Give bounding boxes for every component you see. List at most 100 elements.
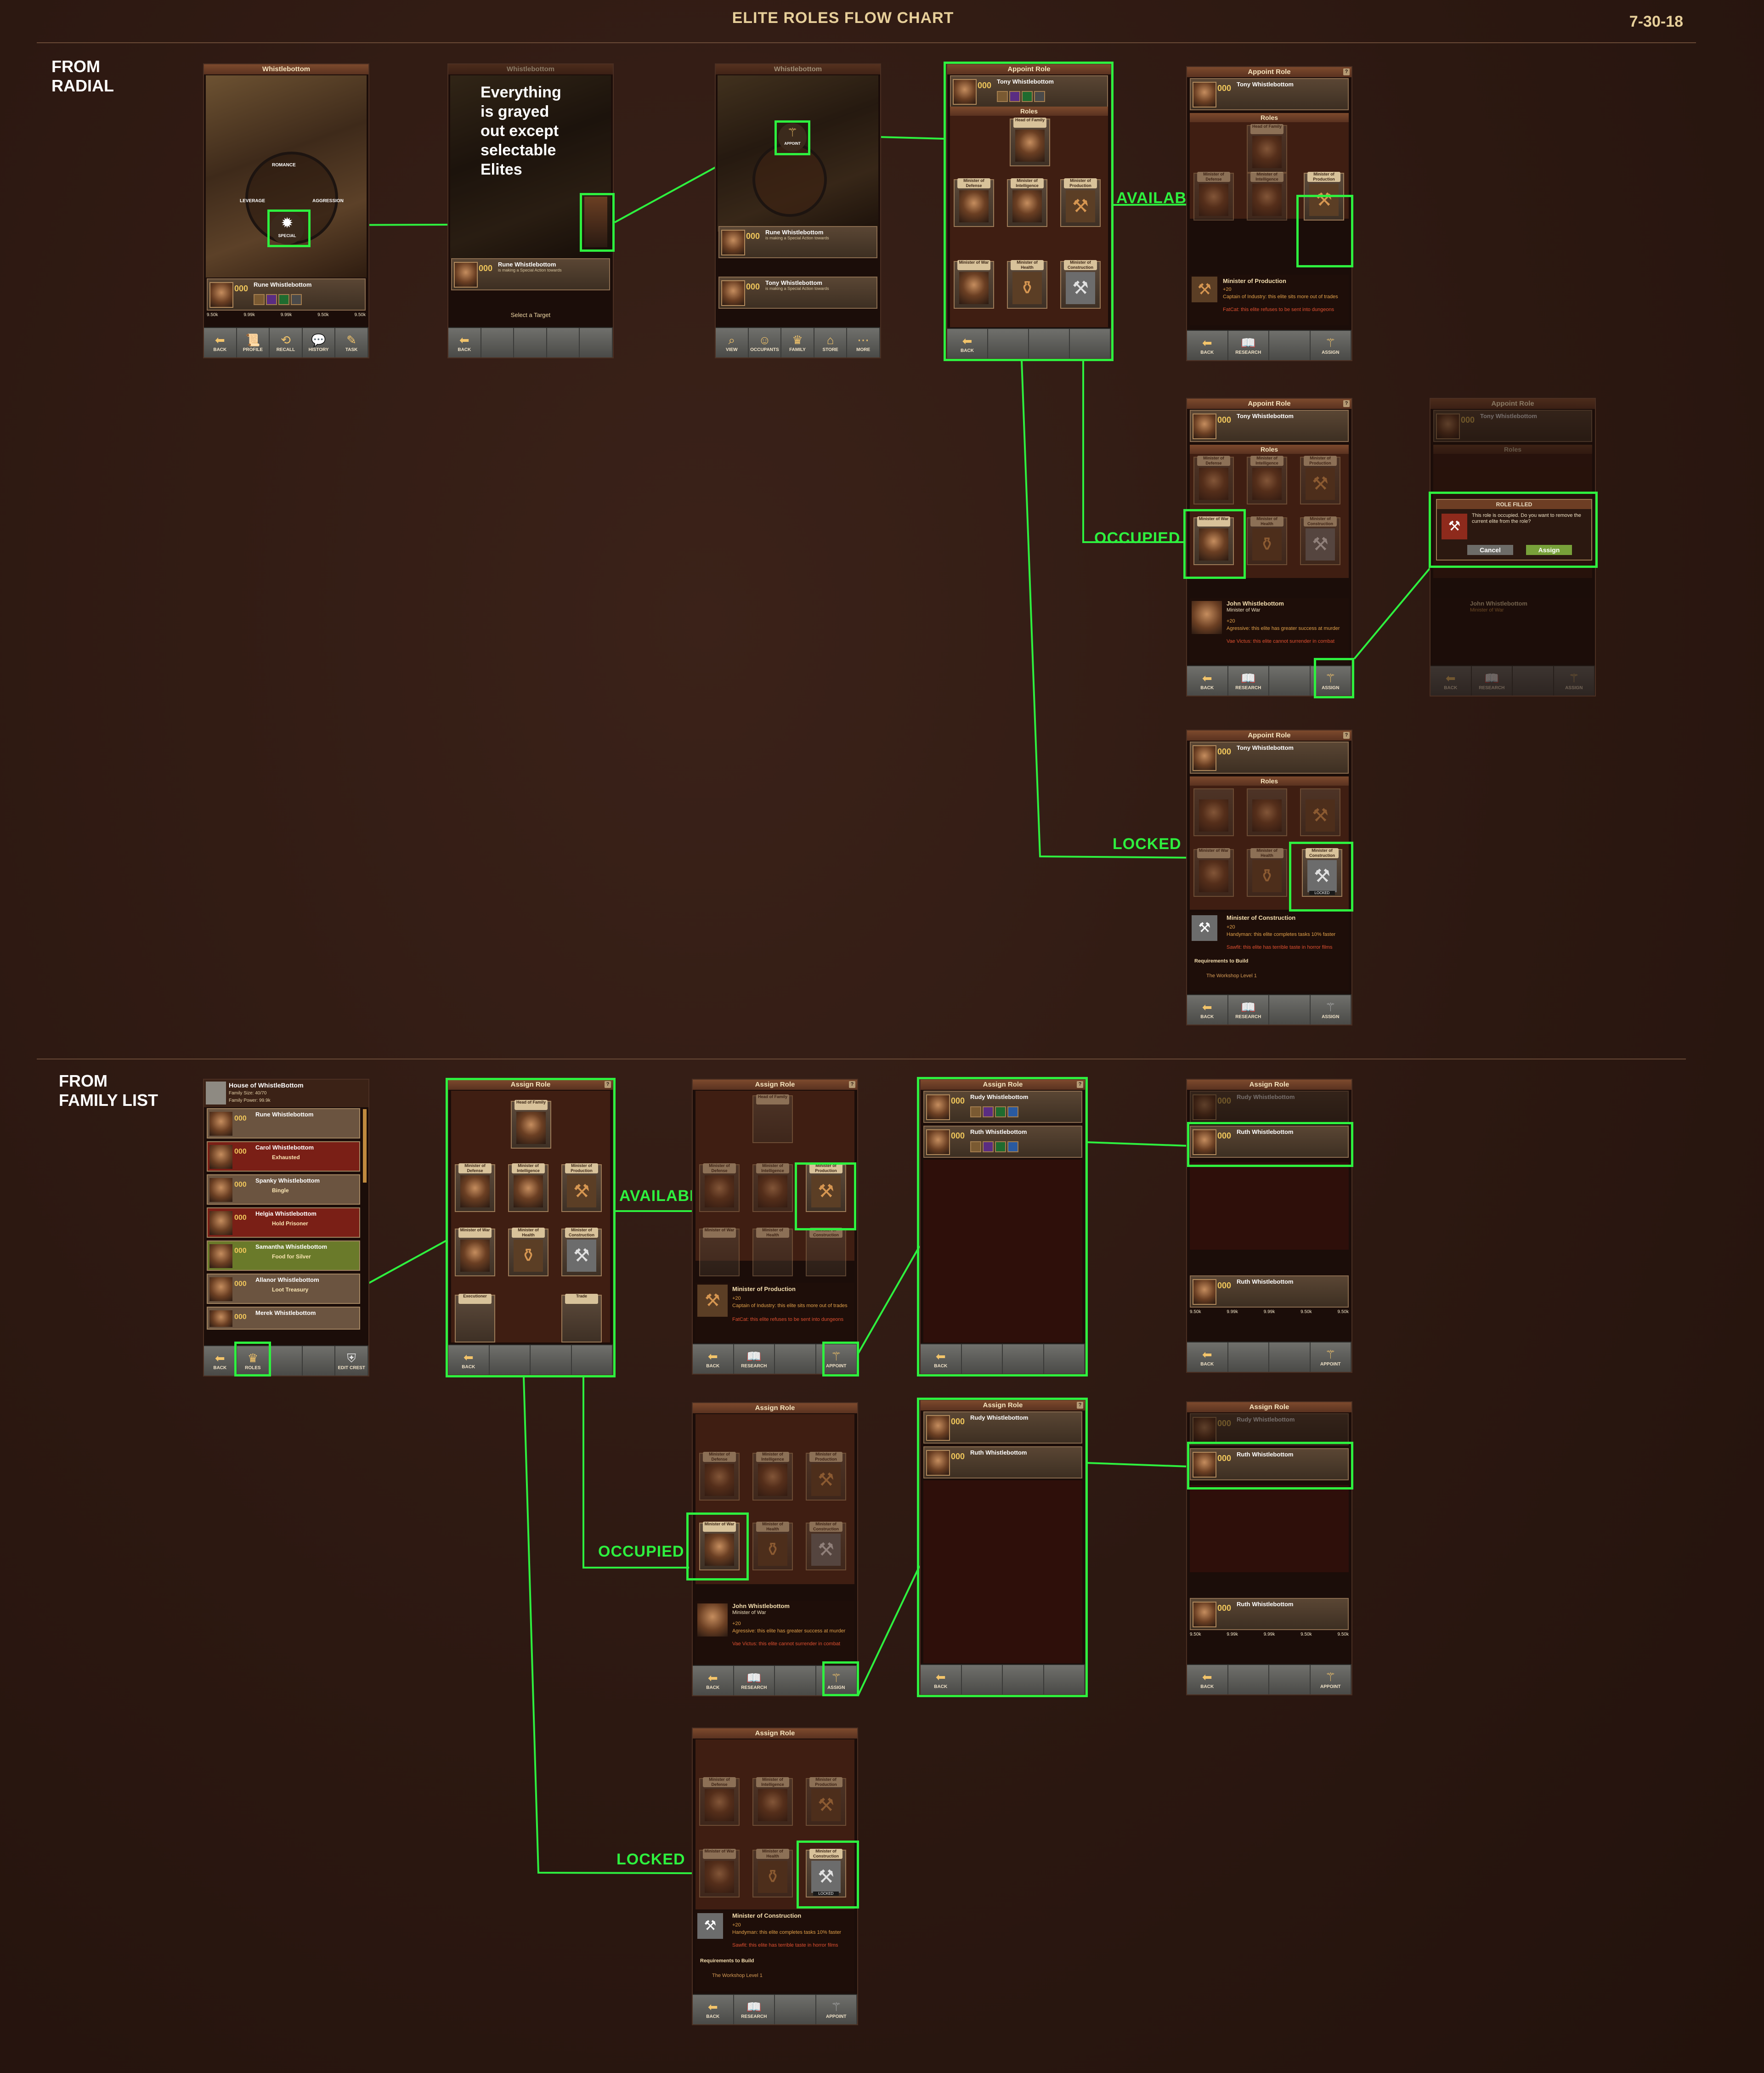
elite-row-rune[interactable]: 000 Rune Whistlebottom is making a Speci… — [718, 226, 877, 258]
role-defense[interactable]: Minister of Defense — [954, 178, 994, 227]
back-button[interactable]: ⬅BACK — [1187, 995, 1228, 1025]
list-scrollbar[interactable] — [363, 1109, 367, 1183]
research-button[interactable]: 📖RESEARCH — [734, 1344, 775, 1374]
family-button[interactable]: ♛FAMILY — [781, 328, 814, 357]
elite-row-tony[interactable]: 000 Tony Whistlebottom is making a Speci… — [718, 277, 877, 309]
bottom-navbar: ⬅BACK 📖RESEARCH ⚚ASSIGN — [1187, 665, 1351, 696]
assign-button[interactable]: ⚚ASSIGN — [1311, 666, 1351, 696]
profile-button[interactable]: 📜PROFILE — [237, 328, 270, 357]
research-button[interactable]: 📖RESEARCH — [734, 1666, 775, 1695]
flow-label-locked-2: LOCKED — [616, 1851, 685, 1868]
back-button[interactable]: ⬅BACK — [693, 1666, 734, 1695]
highlight-construction — [1289, 842, 1353, 912]
highlight-production — [1296, 195, 1353, 267]
role-intelligence[interactable]: Minister of Intelligence — [1007, 178, 1047, 227]
more-button[interactable]: ⋯MORE — [847, 328, 880, 357]
back-button[interactable]: ⬅BACK — [1187, 1665, 1228, 1694]
locked-role-description: ⚒ Minister of Construction +20 Handyman:… — [1190, 912, 1349, 991]
research-button[interactable]: 📖RESEARCH — [1228, 995, 1269, 1025]
role-health[interactable]: Minister of Health⚱ — [1007, 260, 1047, 309]
scepter-icon: ⚚ — [1325, 335, 1336, 350]
research-button[interactable]: 📖RESEARCH — [1228, 331, 1269, 360]
history-button[interactable]: 💬HISTORY — [303, 328, 336, 357]
task-button[interactable]: ✎TASK — [335, 328, 368, 357]
role-head-of-family[interactable]: Head of Family — [1010, 118, 1050, 166]
appoint-button[interactable]: ⚚ APPOINT — [778, 123, 807, 152]
back-button[interactable]: ⬅BACK — [1187, 1342, 1228, 1372]
occupants-button[interactable]: ☺OCCUPANTS — [749, 328, 782, 357]
view-button[interactable]: ⌕VIEW — [716, 328, 749, 357]
back-button[interactable]: ⬅BACK — [1187, 666, 1228, 696]
research-button[interactable]: 📖RESEARCH — [1228, 666, 1269, 696]
role-construction-selected[interactable]: Minister of Construction⚒ LOCKED — [1302, 848, 1342, 897]
back-button[interactable]: ⬅BACK — [204, 1346, 237, 1376]
role-production-selected[interactable]: Minister of Production⚒ — [806, 1163, 846, 1212]
role-executioner[interactable]: Executioner — [455, 1294, 495, 1342]
store-button[interactable]: ⌂STORE — [814, 328, 848, 357]
highlight-target-elite — [580, 193, 615, 252]
assign-confirm-button[interactable]: Assign — [1526, 545, 1572, 555]
family-header: House of WhistleBottom Family Size: 40/7… — [204, 1080, 368, 1107]
edit-crest-button[interactable]: ⛨EDIT CREST — [335, 1346, 368, 1376]
scepter-icon: ⚚ — [1325, 1670, 1336, 1684]
role-war-selected[interactable]: Minister of War — [1193, 516, 1234, 565]
role-trade[interactable]: Trade — [561, 1294, 602, 1342]
selectable-elite-figure[interactable] — [584, 197, 607, 247]
radial-special-button[interactable]: ✹ SPECIAL — [270, 212, 304, 244]
role-construction[interactable]: Minister of Construction⚒ — [561, 1228, 602, 1276]
role-construction-selected[interactable]: Minister of Construction⚒ LOCKED — [806, 1849, 846, 1897]
role-intelligence[interactable]: Minister of Intelligence — [508, 1163, 548, 1212]
role-filled-dialog: ROLE FILLED ⚒ This role is occupied. Do … — [1436, 499, 1592, 561]
people-icon: ☺ — [758, 333, 771, 347]
role-war[interactable]: Minister of War — [455, 1228, 495, 1276]
appoint-button[interactable]: ⚚APPOINT — [1311, 1342, 1351, 1372]
back-button[interactable]: ⬅BACK — [693, 1344, 734, 1374]
roles-tree: Head of Family Minister of Defense Minis… — [451, 1091, 610, 1342]
sun-icon: ✹ — [281, 215, 294, 231]
role-production[interactable]: Minister of Production⚒ — [561, 1163, 602, 1212]
cancel-button[interactable]: Cancel — [1467, 545, 1513, 555]
appoint-button[interactable]: ⚚APPOINT — [1311, 1665, 1351, 1694]
role-head-of-family[interactable]: Head of Family — [511, 1100, 551, 1149]
back-button[interactable]: ⬅BACK — [921, 1344, 962, 1374]
book-icon: 📖 — [1241, 335, 1256, 350]
back-button[interactable]: ⬅BACK — [921, 1665, 962, 1694]
radial-aggression-button[interactable]: AGGRESSION — [312, 198, 344, 204]
role-production[interactable]: Minister of Production⚒ — [1060, 178, 1101, 227]
back-button[interactable]: ⬅BACK — [947, 329, 988, 358]
role-health[interactable]: Minister of Health⚱ — [508, 1228, 548, 1276]
back-button[interactable]: ⬅BACK — [1187, 331, 1228, 360]
role-construction[interactable]: Minister of Construction⚒ — [1060, 260, 1101, 309]
anvil-icon: ⚒ — [697, 1285, 728, 1317]
radial-leverage-button[interactable]: LEVERAGE — [240, 198, 266, 204]
selected-elite-row[interactable]: 000 Rune Whistlebottom — [207, 278, 366, 311]
back-button[interactable]: ⬅BACK — [693, 1995, 734, 2024]
screen-location-title: Whistlebottom — [716, 64, 880, 74]
role-war-selected[interactable]: Minister of War — [699, 1522, 740, 1570]
role-defense[interactable]: Minister of Defense — [455, 1163, 495, 1212]
role-war[interactable]: Minister of War — [954, 260, 994, 309]
back-button[interactable]: ⬅BACK — [204, 328, 237, 357]
recall-button[interactable]: ⟲RECALL — [270, 328, 303, 357]
highlight-dialog — [1429, 492, 1598, 568]
back-button[interactable]: ⬅BACK — [448, 1345, 490, 1375]
assign-button[interactable]: ⚚ASSIGN — [1311, 331, 1351, 360]
role-description: ⚒ Minister of Production +20 Captain of … — [1190, 275, 1349, 325]
back-button[interactable]: ⬅BACK — [448, 328, 481, 357]
radial-romance-button[interactable]: ROMANCE — [272, 163, 296, 168]
research-button[interactable]: 📖RESEARCH — [734, 1995, 775, 2024]
